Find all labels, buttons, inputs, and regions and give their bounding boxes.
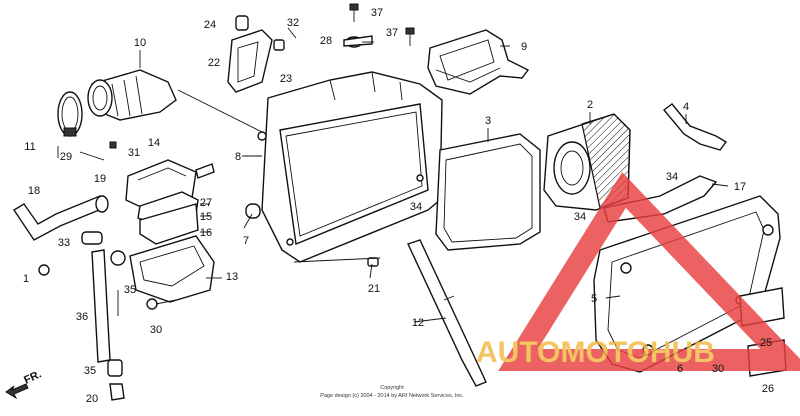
part-number-callouts: 1234567891011121314151617181920212223242… xyxy=(23,7,774,405)
part-number-callout: 14 xyxy=(148,137,160,149)
part-number-callout: 22 xyxy=(208,57,220,69)
part-number-callout: 19 xyxy=(94,173,106,185)
hardware-left xyxy=(38,141,379,401)
part-number-callout: 4 xyxy=(683,101,689,113)
part-number-callout: 27 xyxy=(200,197,212,209)
part-number-callout: 18 xyxy=(28,185,40,197)
filter-element xyxy=(435,133,541,251)
watermark-text: AUTOMOTOHUB xyxy=(476,336,715,369)
part-number-callout: 29 xyxy=(60,151,72,163)
part-number-callout: 34 xyxy=(666,171,678,183)
front-direction-arrow: FR. xyxy=(5,368,43,400)
breather-chamber xyxy=(125,159,215,245)
part-number-callout: 1 xyxy=(23,273,29,285)
part-number-callout: 9 xyxy=(521,41,527,53)
part-number-callout: 36 xyxy=(76,311,88,323)
breather-hoses xyxy=(13,195,111,363)
clamp xyxy=(57,91,83,137)
part-number-callout: 32 xyxy=(287,17,299,29)
breather-bracket xyxy=(129,235,215,303)
intake-tube xyxy=(87,69,177,121)
part-number-callout: 33 xyxy=(58,237,70,249)
part-number-callout: 26 xyxy=(762,383,774,395)
air-cleaner-case xyxy=(257,71,443,263)
part-number-callout: 35 xyxy=(124,284,136,296)
part-number-callout: 6 xyxy=(677,363,683,375)
part-number-callout: 7 xyxy=(243,235,249,247)
strap xyxy=(662,103,728,151)
part-number-callout: 10 xyxy=(134,37,146,49)
part-number-callout: 20 xyxy=(86,393,98,405)
part-number-callout: 16 xyxy=(200,227,212,239)
part-number-callout: 2 xyxy=(587,99,593,111)
part-number-callout: 37 xyxy=(371,7,383,19)
part-number-callout: 30 xyxy=(150,324,162,336)
copyright-notice: Page design (c) 2004 - 2014 by ARI Netwo… xyxy=(320,393,464,399)
part-number-callout: 25 xyxy=(760,337,772,349)
part-number-callout: 5 xyxy=(591,293,597,305)
part-number-callout: 15 xyxy=(200,211,212,223)
top-cover xyxy=(427,29,530,95)
part-number-callout: 3 xyxy=(485,115,491,127)
element-holder xyxy=(543,113,631,211)
part-number-callout: 8 xyxy=(235,151,241,163)
part-number-callout: 12 xyxy=(412,317,424,329)
part-number-callout: 11 xyxy=(24,141,35,153)
leader-lines xyxy=(57,41,729,323)
part-number-callout: 34 xyxy=(574,211,586,223)
part-number-callout: 17 xyxy=(734,181,746,193)
side-cover xyxy=(593,195,781,373)
part-number-callout: 31 xyxy=(128,147,140,159)
part-number-callout: 23 xyxy=(280,73,292,85)
part-number-callout: 37 xyxy=(386,27,398,39)
watermark: AUTOMOTOHUB xyxy=(476,172,800,371)
drain-tube xyxy=(407,239,487,387)
part-number-callout: 24 xyxy=(204,19,216,31)
part-number-callout: 21 xyxy=(368,283,380,295)
copyright-title: Copyright xyxy=(380,385,404,391)
part-number-callout: 30 xyxy=(712,363,724,375)
part-number-callout: 35 xyxy=(84,365,96,377)
bracket xyxy=(227,29,273,93)
part-number-callout: 28 xyxy=(320,35,332,47)
direction-label: FR. xyxy=(22,368,43,386)
watermark-triangle xyxy=(498,172,800,371)
part-number-callout: 34 xyxy=(410,201,422,213)
part-number-callout: 13 xyxy=(226,271,238,283)
